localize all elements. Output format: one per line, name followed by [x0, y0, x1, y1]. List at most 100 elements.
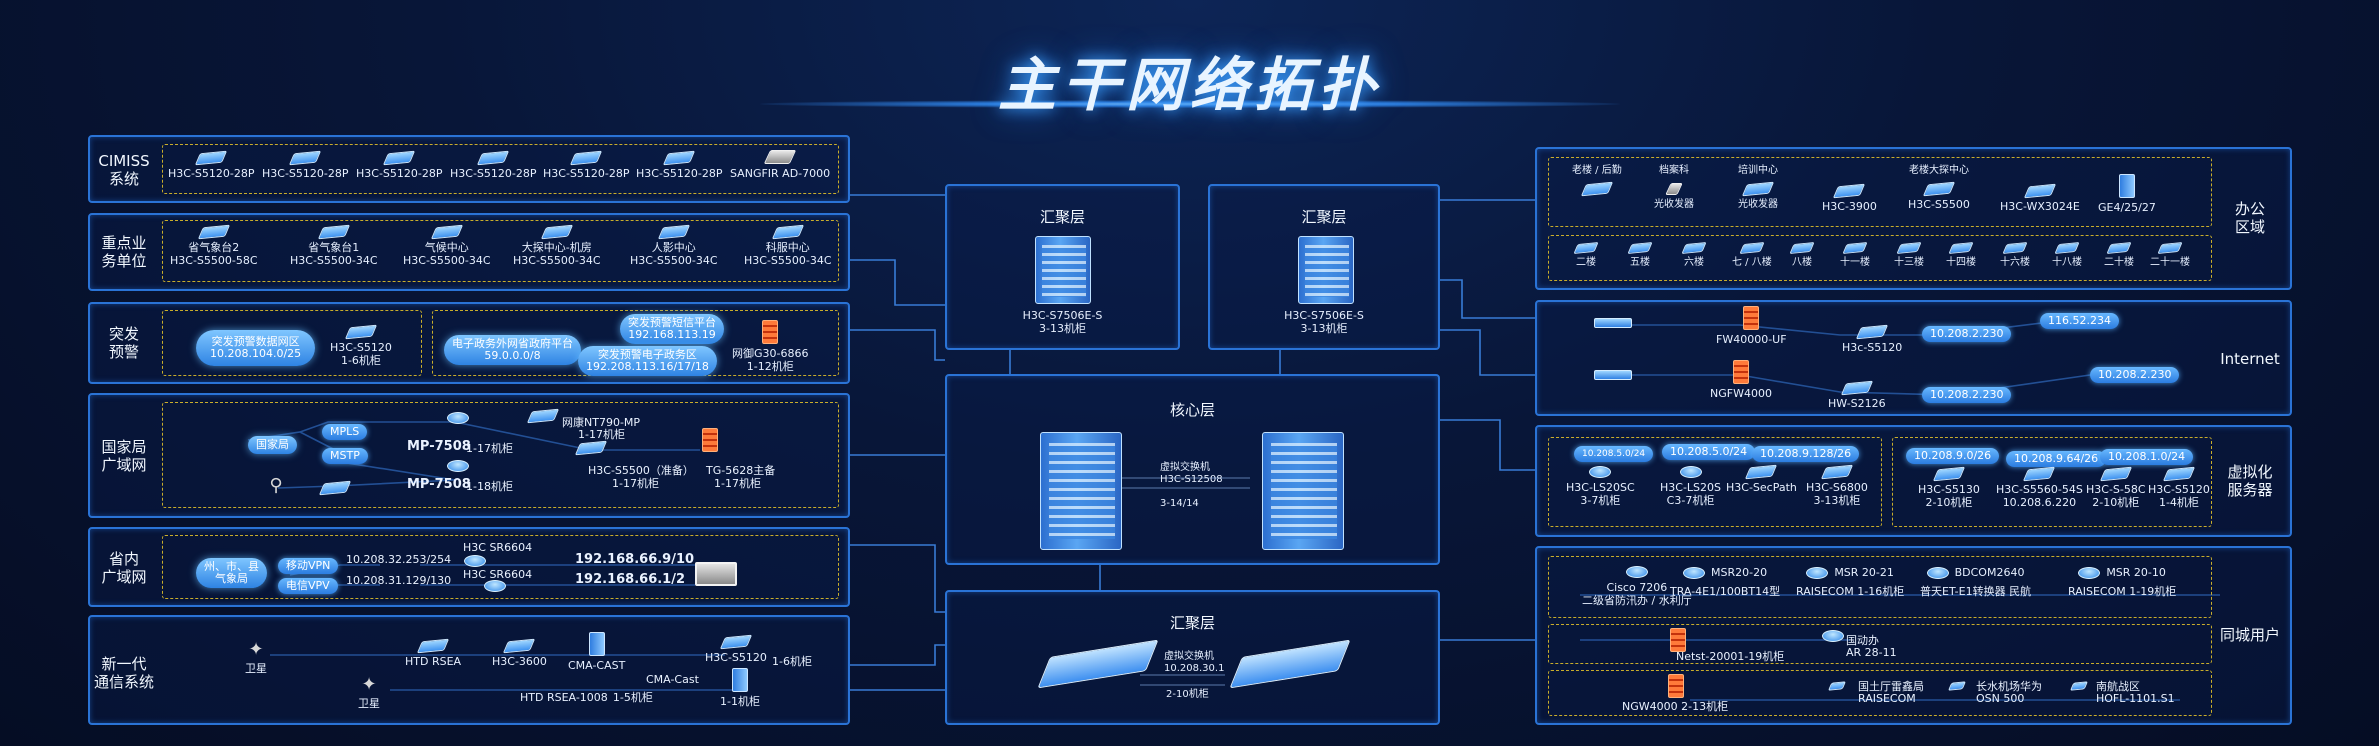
emergency-data-cloud[interactable]: 突发预警数据网区 10.208.104.0/25 — [196, 330, 316, 366]
floor-20[interactable]: 二十楼 — [2104, 241, 2134, 269]
metro-ngw4000[interactable] — [1668, 674, 1684, 701]
agg-3-switch-1[interactable] — [1037, 639, 1159, 689]
metro-hofl[interactable] — [2069, 681, 2089, 693]
switch-icon — [1827, 681, 1847, 691]
egov-zone-cloud[interactable]: 突发预警电子政务区 192.208.113.16/17/18 — [578, 346, 717, 376]
agg-3-switch-2[interactable] — [1229, 639, 1351, 689]
core-server-1[interactable] — [1040, 432, 1122, 550]
floor-13[interactable]: 十三楼 — [1894, 241, 1924, 269]
cimiss-switch-6[interactable]: H3C-S5120-28P — [636, 150, 723, 180]
virtual-secpath[interactable]: H3C-SecPath — [1726, 464, 1797, 494]
floor-14[interactable]: 十四楼 — [1946, 241, 1976, 269]
tg5628-firewall[interactable] — [702, 428, 718, 455]
metro-netst-fw[interactable] — [1670, 628, 1686, 655]
office-node-6[interactable]: H3C-WX3024E — [2000, 179, 2080, 213]
county-cloud[interactable]: 州、市、县 气象局 — [196, 558, 267, 588]
floor-8[interactable]: 八楼 — [1789, 241, 1815, 269]
floor-21[interactable]: 二十一楼 — [2150, 241, 2190, 269]
mp7508-router-2[interactable] — [447, 460, 469, 475]
s5500-switch[interactable] — [574, 440, 608, 457]
metro-osn500[interactable] — [1947, 681, 1967, 693]
metro-ar2811[interactable] — [1822, 630, 1844, 645]
panel-office — [1535, 147, 2292, 290]
new-gen-s5120[interactable]: H3C-S5120 — [705, 634, 767, 664]
office-node-4[interactable]: H3C-3900 — [1822, 179, 1877, 213]
cimiss-switch-5[interactable]: H3C-S5120-28P — [543, 150, 630, 180]
cimiss-switch-1[interactable]: H3C-S5120-28P — [168, 150, 255, 180]
office-node-3[interactable]: 培训中心光收发器 — [1738, 165, 1778, 210]
metro-raisecom[interactable] — [1827, 681, 1847, 693]
national-wan-group — [162, 402, 839, 508]
cimiss-switch-2[interactable]: H3C-S5120-28P — [262, 150, 349, 180]
cimiss-switch-3[interactable]: H3C-S5120-28P — [356, 150, 443, 180]
metro-hofl-model: HOFL-1101.S1 — [2096, 692, 2175, 705]
ngfw4000[interactable]: NGFW4000 — [1710, 360, 1772, 400]
satellite-icon: ✦ — [248, 639, 264, 660]
office-node-2[interactable]: 档案科光收发器 — [1654, 165, 1694, 210]
firewall-icon — [702, 428, 718, 452]
fw40000-uf[interactable]: FW40000-UF — [1716, 306, 1787, 346]
floor-5[interactable]: 五楼 — [1627, 241, 1653, 269]
cimiss-switch-4[interactable]: H3C-S5120-28P — [450, 150, 537, 180]
sangfor-device[interactable]: SANGFIR AD-7000 — [730, 150, 830, 180]
monitor-device[interactable] — [695, 562, 737, 586]
cma-cast-2[interactable]: 1-1机柜 — [720, 668, 760, 708]
internet-router-2[interactable] — [1594, 370, 1632, 383]
htd-rsea[interactable]: HTD RSEA — [405, 638, 461, 668]
floor-7-8[interactable]: 七 / 八楼 — [1732, 241, 1772, 269]
h3c-3600[interactable]: H3C-3600 — [492, 638, 547, 668]
switch-icon — [1681, 241, 1707, 255]
floor-2[interactable]: 二楼 — [1573, 241, 1599, 269]
floor-16[interactable]: 十六楼 — [2000, 241, 2030, 269]
nt790-device[interactable] — [526, 408, 560, 425]
cma-cast[interactable]: CMA-CAST — [568, 632, 625, 672]
satellite-1[interactable]: ✦卫星 — [245, 639, 267, 676]
internet-router-1[interactable] — [1594, 318, 1632, 331]
prov-ip-2: 10.208.31.129/130 — [346, 574, 452, 587]
floor-6[interactable]: 六楼 — [1681, 241, 1707, 269]
htd-rsea-1008[interactable]: HTD RSEA-1008 1-5机柜 — [520, 691, 653, 704]
s5500-rack: 1-17机柜 — [612, 477, 659, 490]
core-server-2[interactable] — [1262, 432, 1344, 550]
switch-icon — [2106, 241, 2132, 255]
metro-osn-owner: 长水机场华为 — [1976, 680, 2042, 693]
sms-platform-cloud[interactable]: 突发预警短信平台 192.168.113.19 — [620, 314, 724, 344]
egov-platform-cloud[interactable]: 电子政务外网省政府平台 59.0.0.0/8 — [444, 335, 581, 365]
satellite-2[interactable]: ✦卫星 — [358, 674, 380, 711]
national-switch-2[interactable] — [318, 480, 352, 497]
sr6604-router-2[interactable] — [484, 580, 506, 595]
national-bureau-cloud[interactable]: 国家局 — [248, 436, 297, 454]
office-node-1[interactable]: 老楼 / 后勤 — [1572, 164, 1622, 198]
floor-11[interactable]: 十一楼 — [1840, 241, 1870, 269]
sr6604-router-1[interactable] — [464, 555, 486, 570]
floor-18[interactable]: 十八楼 — [2052, 241, 2082, 269]
agg-2-server[interactable] — [1298, 236, 1354, 304]
hw-s2126[interactable]: HW-S2126 — [1828, 380, 1886, 410]
mp7508-router-1[interactable] — [447, 412, 469, 427]
agg-1-server[interactable] — [1035, 236, 1091, 304]
office-node-7[interactable]: GE4/25/27 — [2098, 174, 2156, 214]
agg-3-rack: 2-10机柜 — [1166, 689, 1209, 700]
internet-s5120[interactable]: H3c-S5120 — [1842, 324, 1902, 354]
